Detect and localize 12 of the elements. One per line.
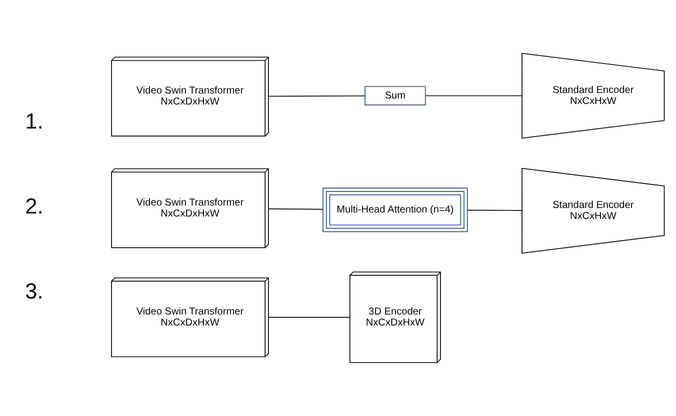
node-box: Multi-Head Attention (n=4) [322,188,468,232]
node-box: Standard Encoder NxCxHxW [522,52,665,139]
connector [425,95,522,96]
label: 3. [25,278,44,304]
connector [268,316,350,318]
node-box: Sum [364,86,426,106]
label: 1. [25,108,44,134]
connector [268,95,366,97]
label: 2. [25,193,44,218]
connector [467,210,522,211]
node-box: Standard Encoder NxCxHxW [522,168,665,254]
connector [268,208,324,210]
